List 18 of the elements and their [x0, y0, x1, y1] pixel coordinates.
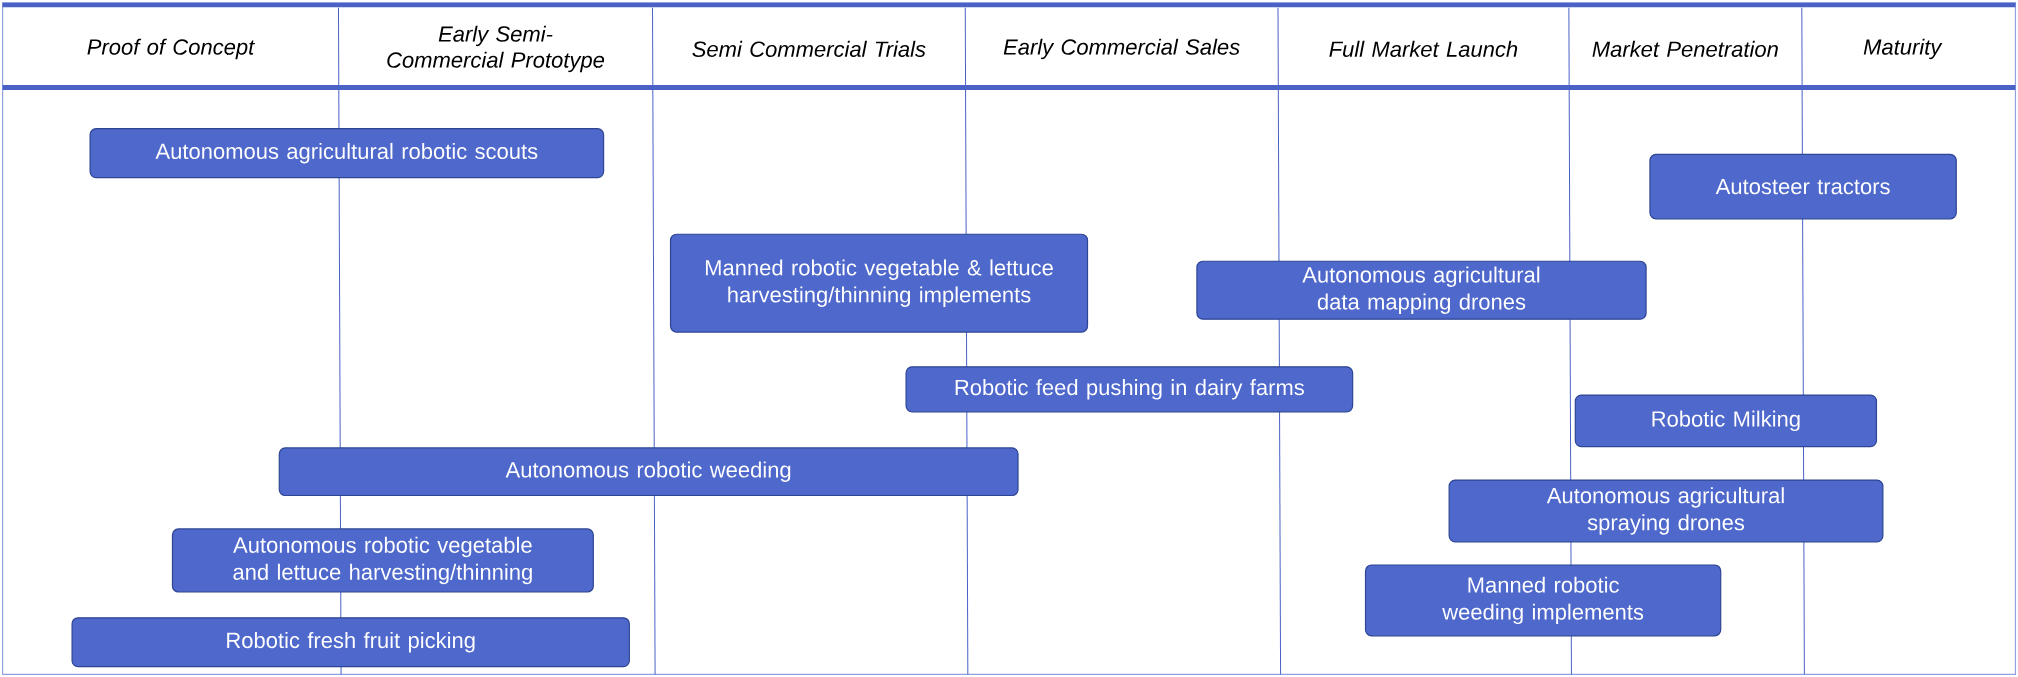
column-heading: Early Semi-Commercial Prototype: [387, 25, 605, 73]
timeline-bar: Manned robotic vegetable & lettuce harvesting/thinning implements: [669, 233, 1089, 333]
timeline-bar: Robotic Milking: [1574, 394, 1878, 448]
timeline-bar: Autonomous robotic weeding: [278, 447, 1019, 497]
timeline-bar: Autosteer tractors: [1649, 153, 1957, 220]
timeline-bar: Autonomous agricultural robotic scouts: [89, 128, 605, 179]
timeline-bar: Autonomous robotic vegetable and lettuce harvesting/thinning: [171, 528, 594, 593]
column-heading: Market Penetration: [1592, 40, 1778, 57]
column-heading: Early Commercial Sales: [1003, 38, 1240, 60]
timeline-bar: Manned robotic weeding implements: [1364, 564, 1722, 637]
timeline-bar: Autonomous agricultural data mapping drones: [1196, 260, 1647, 320]
column-heading: Proof of Concept: [87, 38, 255, 60]
timeline-bar: Robotic fresh fruit picking: [71, 617, 630, 668]
timeline-bar: Autonomous agricultural spraying drones: [1448, 479, 1884, 543]
column-heading: Maturity: [1863, 38, 1943, 60]
timeline-bar: Robotic feed pushing in dairy farms: [905, 366, 1354, 413]
column-heading: Semi Commercial Trials: [692, 40, 926, 57]
column-heading: Full Market Launch: [1329, 40, 1518, 57]
